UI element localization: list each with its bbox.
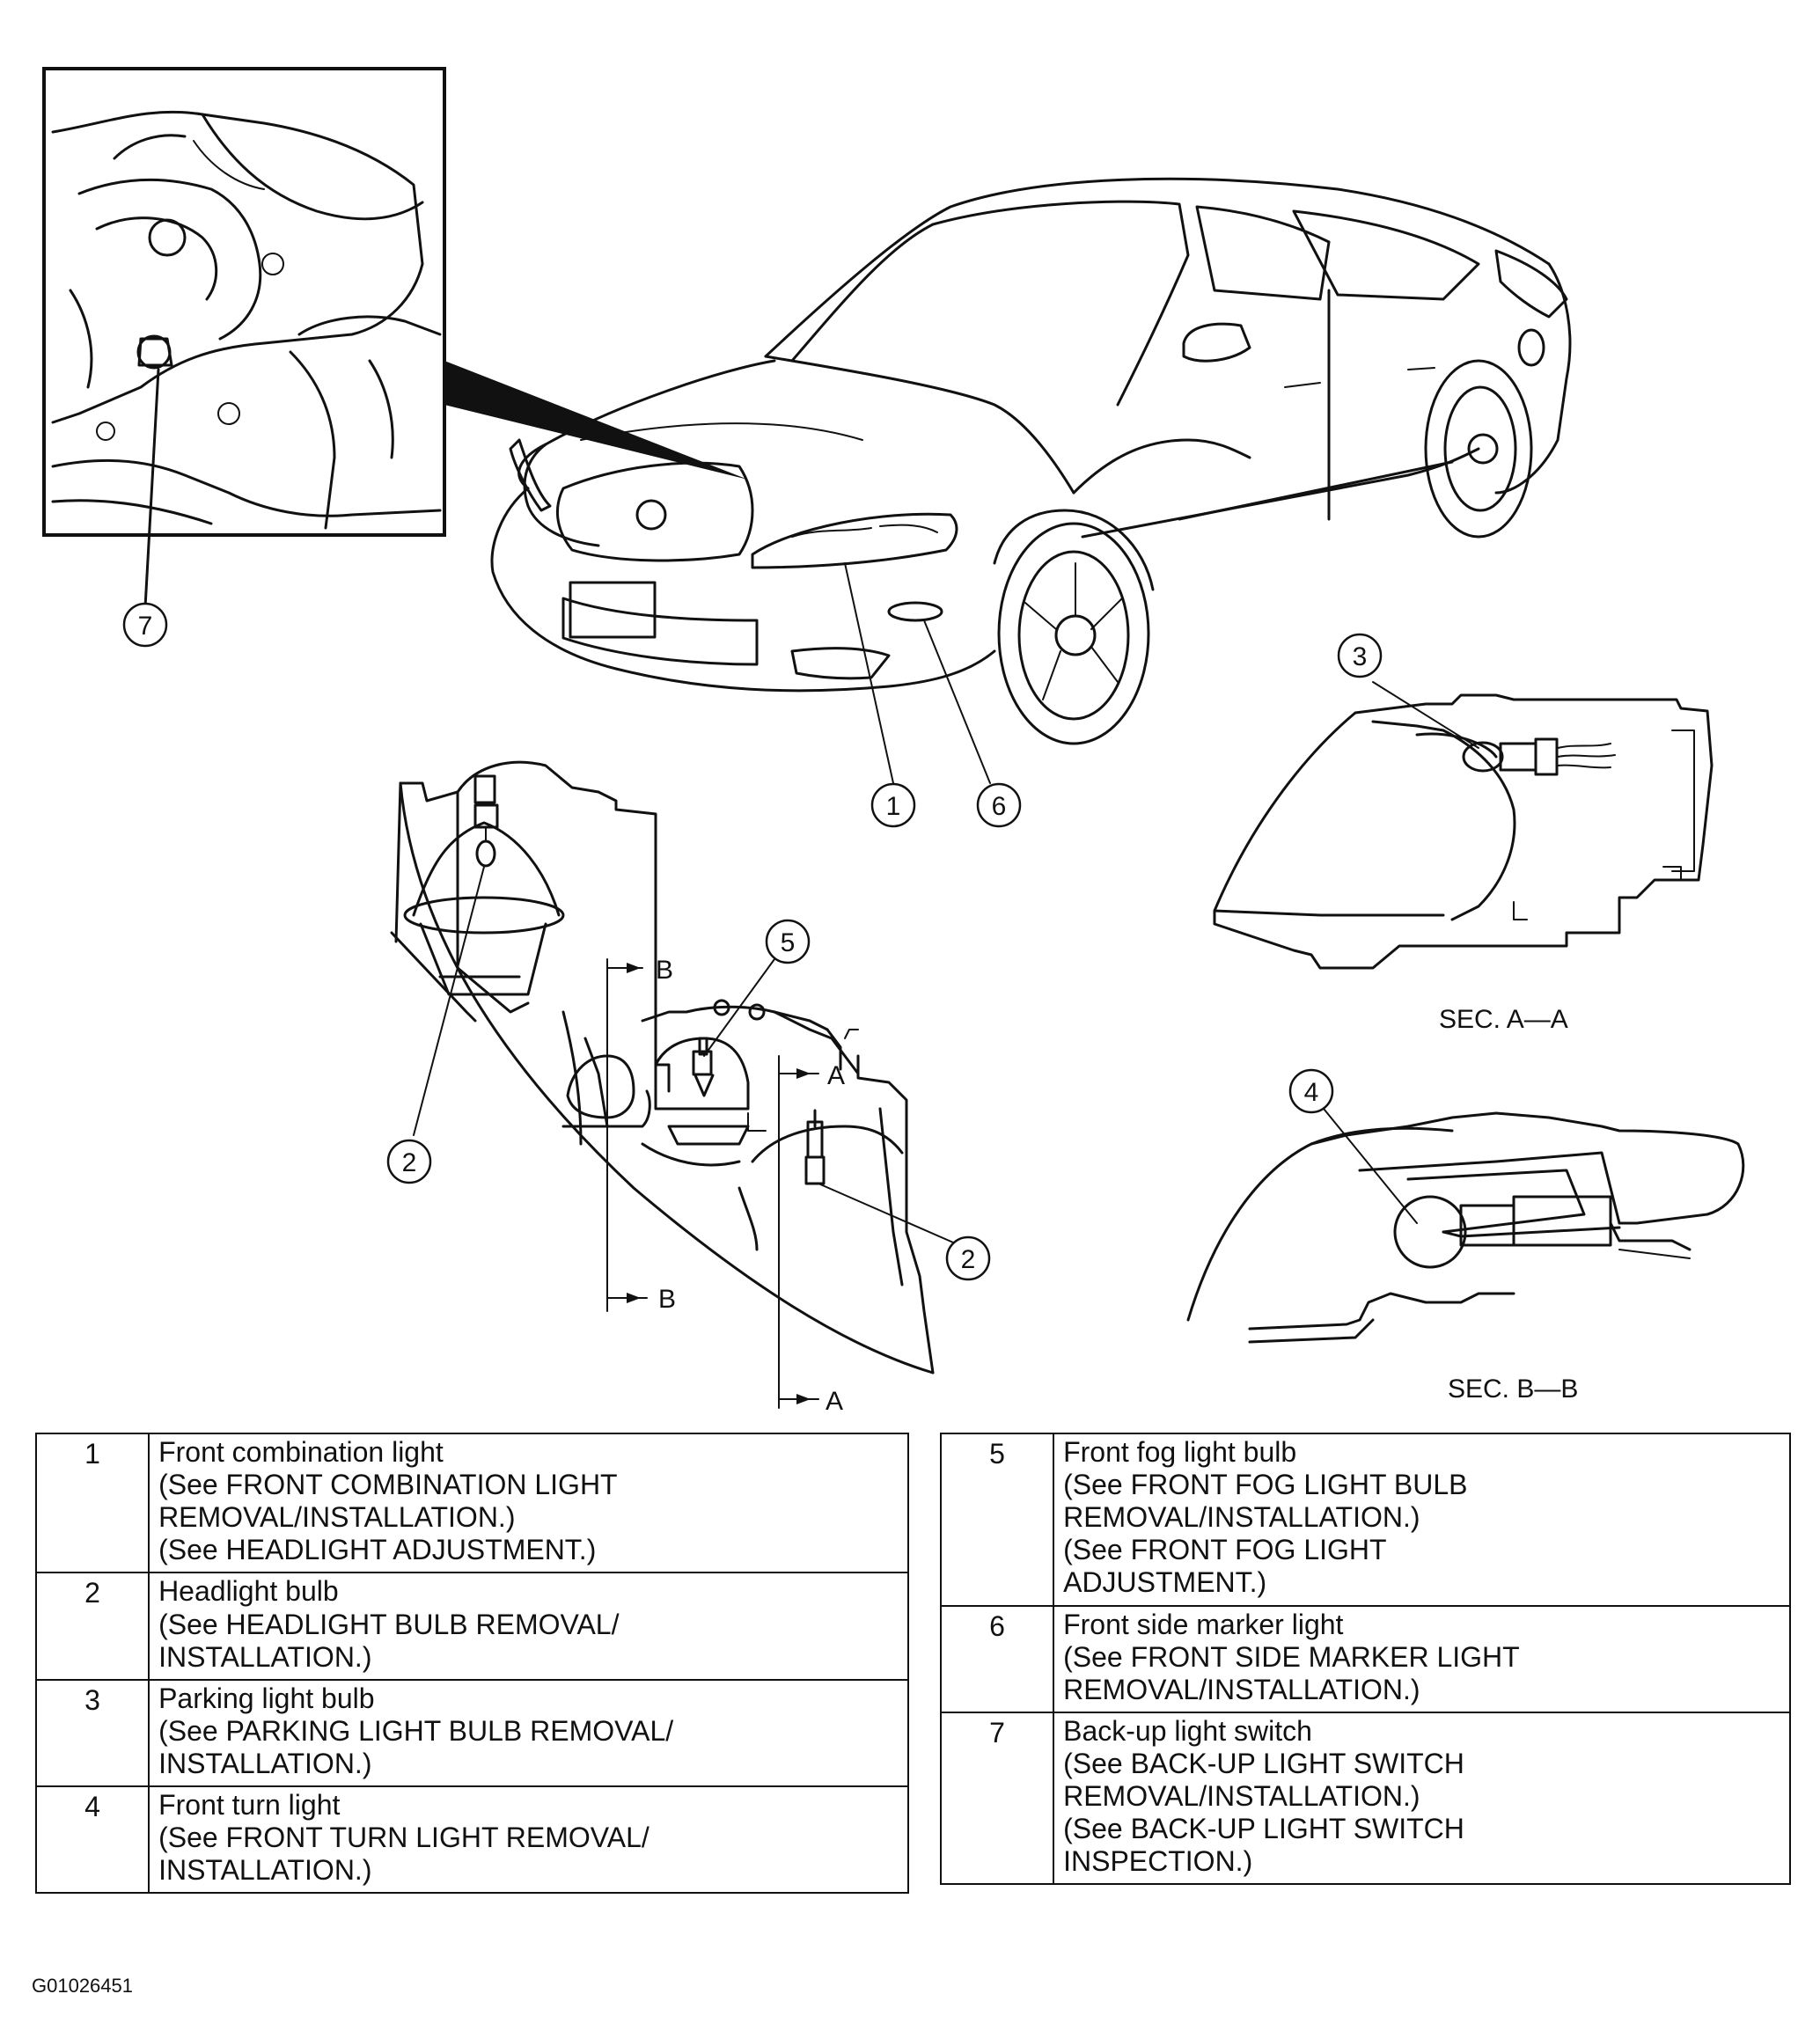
inset-backup-light-switch <box>42 67 446 609</box>
legend-description-line: ADJUSTMENT.) <box>1063 1566 1267 1599</box>
car-illustration <box>490 177 1572 784</box>
legend-description-line: (See BACK-UP LIGHT SWITCH <box>1063 1747 1464 1779</box>
callout-6: 6 <box>976 782 1022 828</box>
svg-text:3: 3 <box>1353 642 1368 671</box>
legend-description-line: Front turn light <box>158 1789 341 1822</box>
legend-description-line: INSTALLATION.) <box>158 1854 372 1887</box>
section-mark-b-bottom: B <box>658 1285 676 1314</box>
section-cut-lines <box>606 958 819 1409</box>
callout-7: 7 <box>122 602 168 648</box>
legend-item-number: 3 <box>34 1678 150 1788</box>
legend-description-line: REMOVAL/INSTALLATION.) <box>1063 1501 1420 1534</box>
svg-text:1: 1 <box>886 792 901 821</box>
svg-text:7: 7 <box>138 612 153 641</box>
section-mark-b-top: B <box>656 956 673 985</box>
section-a-a-drawing <box>1213 681 1714 970</box>
section-mark-a-bottom: A <box>826 1387 843 1416</box>
legend-description-line: (See FRONT COMBINATION LIGHT <box>158 1469 618 1501</box>
svg-text:6: 6 <box>992 792 1007 821</box>
legend-item-number: 5 <box>939 1433 1055 1607</box>
callout-1: 1 <box>870 782 916 828</box>
legend-item-description: Headlight bulb(See HEADLIGHT BULB REMOVA… <box>148 1572 909 1681</box>
section-b-b-drawing <box>1186 1103 1745 1344</box>
section-mark-a-top: A <box>827 1061 845 1090</box>
legend-description-line: Front side marker light <box>1063 1608 1344 1640</box>
svg-text:2: 2 <box>402 1148 417 1177</box>
legend-description-line: Back-up light switch <box>1063 1714 1312 1747</box>
component-location-illustration: 7 1 6 3 5 2 2 4 B B A A SEC. A—A SEC. B—… <box>42 67 1745 1416</box>
legend-description-line: Parking light bulb <box>158 1682 375 1714</box>
legend-description-line: Front combination light <box>158 1436 444 1468</box>
legend-item-description: Front combination light(See FRONT COMBIN… <box>148 1432 909 1574</box>
legend-description-line: Front fog light bulb <box>1063 1436 1297 1468</box>
legend-description-line: (See HEADLIGHT BULB REMOVAL/ <box>158 1608 620 1640</box>
callout-5: 5 <box>765 919 811 964</box>
callout-2-upper: 2 <box>386 1139 432 1184</box>
legend-description-line: REMOVAL/INSTALLATION.) <box>1063 1673 1420 1705</box>
legend-description-line: (See PARKING LIGHT BULB REMOVAL/ <box>158 1714 674 1747</box>
svg-text:5: 5 <box>781 928 796 957</box>
legend-item-description: Back-up light switch(See BACK-UP LIGHT S… <box>1053 1711 1791 1886</box>
svg-text:4: 4 <box>1304 1078 1319 1107</box>
section-title-b-b: SEC. B—B <box>1448 1375 1578 1404</box>
legend-description-line: REMOVAL/INSTALLATION.) <box>1063 1780 1420 1813</box>
legend-item-number: 6 <box>939 1604 1055 1713</box>
legend-item-description: Front turn light(See FRONT TURN LIGHT RE… <box>148 1785 909 1895</box>
section-title-a-a: SEC. A—A <box>1439 1005 1568 1034</box>
callout-2-lower: 2 <box>945 1235 991 1281</box>
legend-description-line: (See FRONT FOG LIGHT BULB <box>1063 1469 1468 1501</box>
legend-item-description: Front side marker light(See FRONT SIDE M… <box>1053 1604 1791 1713</box>
legend-description-line: (See BACK-UP LIGHT SWITCH <box>1063 1813 1464 1845</box>
legend-description-line: Headlight bulb <box>158 1575 339 1608</box>
legend-description-line: (See FRONT SIDE MARKER LIGHT <box>1063 1640 1520 1673</box>
legend-description-line: INSPECTION.) <box>1063 1845 1253 1878</box>
legend-item-number: 7 <box>939 1711 1055 1886</box>
legend-description-line: (See HEADLIGHT ADJUSTMENT.) <box>158 1534 597 1566</box>
callout-4: 4 <box>1288 1068 1334 1114</box>
legend-description-line: INSTALLATION.) <box>158 1747 372 1779</box>
legend-description-line: (See FRONT FOG LIGHT <box>1063 1534 1387 1566</box>
legend-item-description: Parking light bulb(See PARKING LIGHT BUL… <box>148 1678 909 1788</box>
callout-3: 3 <box>1337 633 1383 678</box>
legend-description-line: INSTALLATION.) <box>158 1640 372 1673</box>
legend-description-line: REMOVAL/INSTALLATION.) <box>158 1501 516 1534</box>
headlamp-assembly-exploded <box>390 760 960 1375</box>
svg-text:2: 2 <box>961 1245 976 1274</box>
legend-item-description: Front fog light bulb(See FRONT FOG LIGHT… <box>1053 1433 1791 1607</box>
figure-id: G01026451 <box>32 1975 133 1997</box>
legend-description-line: (See FRONT TURN LIGHT REMOVAL/ <box>158 1822 649 1854</box>
legend-item-number: 4 <box>34 1785 150 1895</box>
legend-item-number: 2 <box>34 1572 150 1681</box>
legend-item-number: 1 <box>34 1432 150 1574</box>
